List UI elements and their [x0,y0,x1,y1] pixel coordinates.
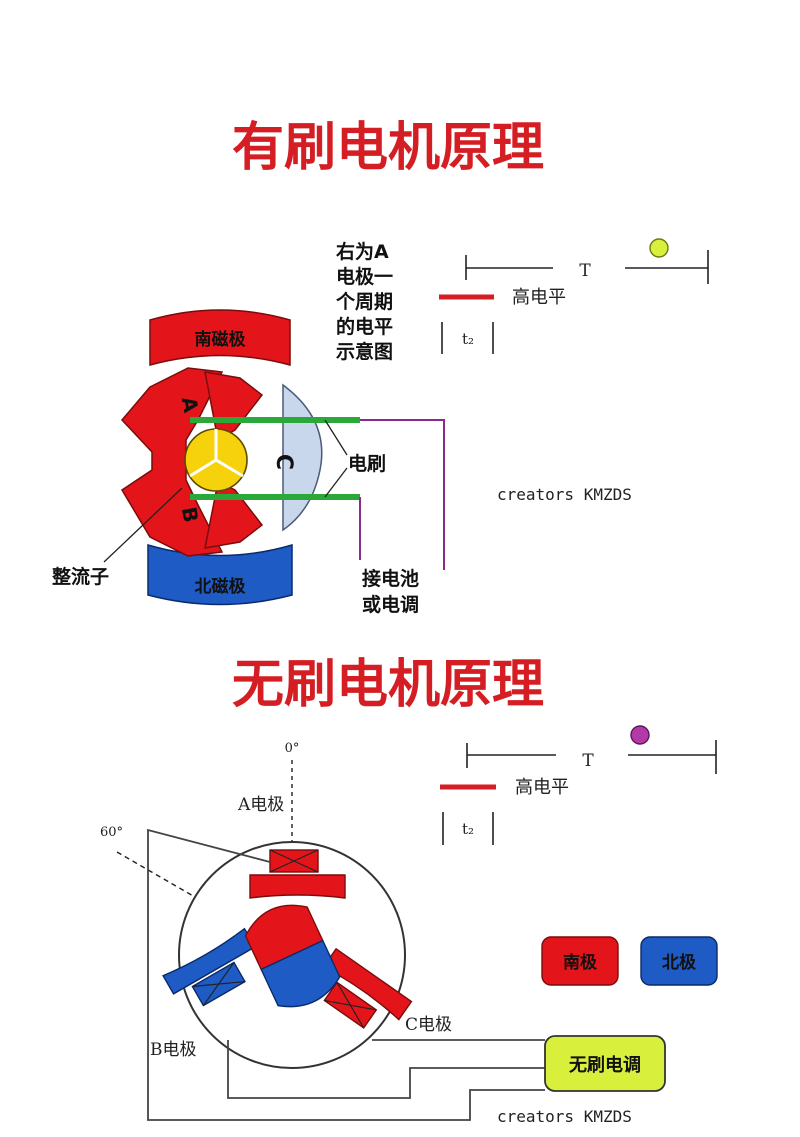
brushed-note: 右为A 电极一 个周期 的电平 示意图 [335,240,393,363]
wire-b [227,1040,545,1099]
commutator [184,428,248,492]
level-indicator-dot-2 [630,725,650,745]
high-level-label: 高电平 [512,287,566,308]
brushless-rotor [244,904,341,1008]
note-line-5: 示意图 [336,340,393,363]
coil-a-label: A [177,395,203,415]
legend-north-label: 北极 [662,953,696,973]
esc-label: 无刷电调 [569,1054,641,1076]
pole-a-label: A电极 [237,795,284,815]
note-line-3: 个周期 [335,291,393,313]
brush-label: 电刷 [348,452,386,475]
south-magnet: 南磁极 [149,309,291,366]
pole-b-label: B电极 [150,1040,197,1060]
brushed-title: 有刷电机原理 [232,118,544,178]
pole-a-assembly [249,849,346,899]
credit-bottom: creators KMZDS [497,1107,632,1126]
angle-60-label: 60° [100,825,123,840]
high-level-label-2: 高电平 [515,777,569,798]
pole-c-assembly [322,947,413,1029]
brushed-waveform: T 高电平 t₂ [439,238,709,354]
pole-c-label: C电极 [405,1015,452,1035]
note-line-1: 右为A [335,240,389,263]
north-pole-label: 北磁极 [195,576,246,597]
t2-label-2: t₂ [462,820,474,838]
upper-wire [360,419,445,570]
south-pole-label: 南磁极 [195,329,246,350]
legend-south-label: 南极 [563,952,597,973]
period-label-2: T [582,751,594,771]
esc-box: 无刷电调 [544,1035,666,1092]
pole-b-assembly [162,927,256,1007]
brushless-waveform: T 高电平 t₂ [440,725,717,845]
legend-south: 南极 [541,936,619,986]
coil-c-label: C [271,454,296,470]
north-magnet: 北磁极 [147,544,293,606]
brushless-title: 无刷电机原理 [232,655,544,715]
note-line-2: 电极一 [336,265,393,288]
credit-top: creators KMZDS [497,485,632,504]
battery-label-line1: 接电池 [362,567,419,590]
wire-a [147,828,545,1121]
period-label: T [579,261,591,281]
legend-north: 北极 [640,936,718,986]
angle-0-label: 0° [285,741,300,756]
t2-label: t₂ [462,330,474,348]
battery-label-line2: 或电调 [362,593,419,616]
commutator-label: 整流子 [52,565,109,588]
coil-b-label: B [177,505,203,524]
level-indicator-dot [649,238,669,258]
note-line-4: 的电平 [336,315,393,338]
